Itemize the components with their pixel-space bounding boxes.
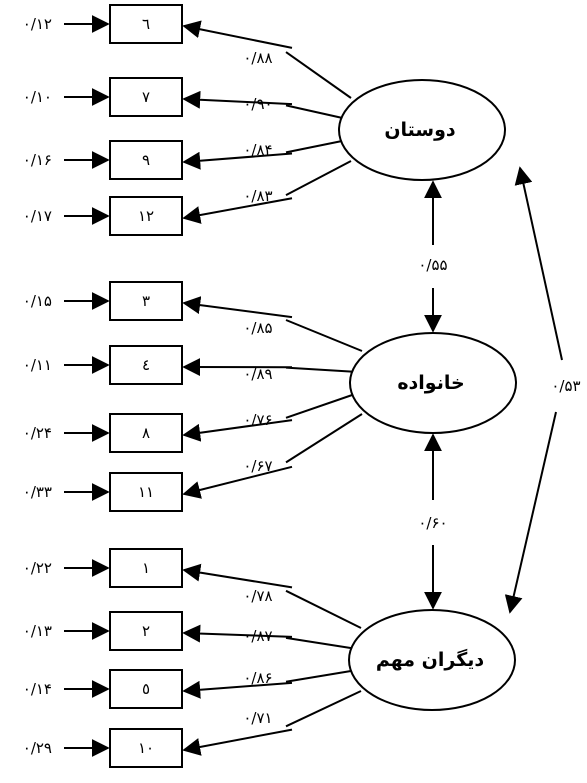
loading-label: ۰/۷۸: [243, 587, 272, 605]
indicator-label: ٤: [142, 356, 150, 374]
loading-path-line: [285, 104, 348, 120]
indicator-label: ۹: [142, 151, 150, 169]
error-variance-label: ۰/۲۴: [23, 424, 52, 442]
error-variance-label: ۰/۱۷: [23, 207, 52, 225]
loading-path-line: [285, 690, 362, 728]
indicator-box: [109, 281, 183, 321]
loading-path-line: [285, 589, 362, 629]
loading-arrow: [182, 680, 293, 699]
loading-arrow: [182, 20, 293, 49]
loading-arrow: [182, 90, 293, 109]
latent-label: خانواده: [397, 372, 464, 394]
latent-ellipse: [338, 79, 506, 181]
loading-label: ۰/۸۹: [243, 365, 272, 383]
error-variance-label: ۰/۲۲: [23, 559, 52, 577]
loading-label: ۰/۸۴: [243, 141, 272, 159]
indicator-label: ۱۰: [138, 739, 154, 757]
latent-label: دیگران مهم: [376, 648, 485, 671]
diagram-shapes: [109, 4, 517, 768]
indicator-label: ۱: [142, 559, 150, 577]
indicator-box: [109, 669, 183, 709]
loading-arrow: [182, 296, 293, 319]
latent-ellipse: [349, 332, 517, 434]
indicator-label: ٦: [142, 15, 150, 33]
loading-label: ۰/۸۳: [243, 187, 272, 205]
covariance-arrow: [514, 166, 563, 361]
indicator-box: [109, 345, 183, 385]
loading-label: ۰/۸۶: [243, 669, 272, 687]
error-variance-label: ۰/۱۵: [23, 292, 52, 310]
error-variance-label: ۰/۱۶: [23, 151, 52, 169]
loading-arrow: [182, 151, 293, 170]
loading-path-line: [285, 160, 352, 196]
loading-label: ۰/۷۱: [243, 709, 272, 727]
loading-arrow: [182, 419, 293, 442]
indicator-box: [109, 472, 183, 512]
latent-label: دوستان: [384, 119, 456, 141]
indicator-box: [109, 4, 183, 44]
covariance-arrow: [504, 411, 557, 614]
error-variance-label: ۰/۱۴: [23, 680, 52, 698]
loading-label: ۰/۸۸: [243, 49, 272, 67]
indicator-box: [109, 196, 183, 236]
loading-arrow: [182, 563, 293, 589]
indicator-label: ۱۱: [138, 483, 154, 501]
indicator-box: [109, 77, 183, 117]
indicator-label: ۱۲: [138, 207, 154, 225]
loading-label: ۰/۹۰: [243, 95, 272, 113]
loading-arrow: [182, 624, 293, 643]
loading-path-line: [285, 319, 363, 352]
indicator-label: ۷: [142, 88, 150, 106]
loading-label: ۰/۸۵: [243, 319, 272, 337]
indicator-box: [109, 611, 183, 651]
error-variance-label: ۰/۱۱: [23, 356, 52, 374]
indicator-box: [109, 413, 183, 453]
indicator-box: [109, 140, 183, 180]
loading-arrow: [182, 197, 293, 224]
indicator-label: ۳: [142, 292, 150, 310]
error-variance-label: ۰/۱۲: [23, 15, 52, 33]
indicator-label: ٥: [142, 680, 150, 698]
loading-label: ۰/۸۷: [243, 627, 272, 645]
indicator-box: [109, 728, 183, 768]
loading-arrow: [182, 465, 293, 499]
error-variance-label: ۰/۳۳: [23, 483, 52, 501]
error-variance-label: ۰/۱۳: [23, 622, 52, 640]
latent-ellipse: [348, 609, 516, 711]
loading-path-line: [285, 636, 358, 650]
indicator-label: ۸: [142, 424, 150, 442]
loading-path-line: [285, 366, 359, 373]
diagram-labels: دوستان خانواده دیگران مهم ۰/۱۲ ٦ ۰/۸۸ ۰/۱۰ ۷ ۰/۹…: [23, 15, 581, 757]
error-variance-label: ۰/۱۰: [23, 88, 52, 106]
loading-label: ۰/۷۶: [243, 411, 272, 429]
covariance-label: ۰/۶۰: [418, 514, 447, 532]
indicator-label: ۲: [142, 622, 150, 640]
covariance-label: ۰/۵۵: [418, 256, 447, 274]
connector-lines: [64, 15, 563, 757]
loading-arrow: [182, 728, 293, 756]
indicator-box: [109, 548, 183, 588]
error-variance-label: ۰/۲۹: [23, 739, 52, 757]
loading-label: ۰/۶۷: [243, 457, 272, 475]
loading-path-line: [285, 413, 363, 464]
loading-path-line: [285, 669, 358, 683]
covariance-label: ۰/۵۳: [551, 377, 580, 395]
loading-path-line: [285, 392, 359, 419]
loading-path-line: [285, 139, 348, 154]
loading-path-line: [285, 51, 352, 99]
